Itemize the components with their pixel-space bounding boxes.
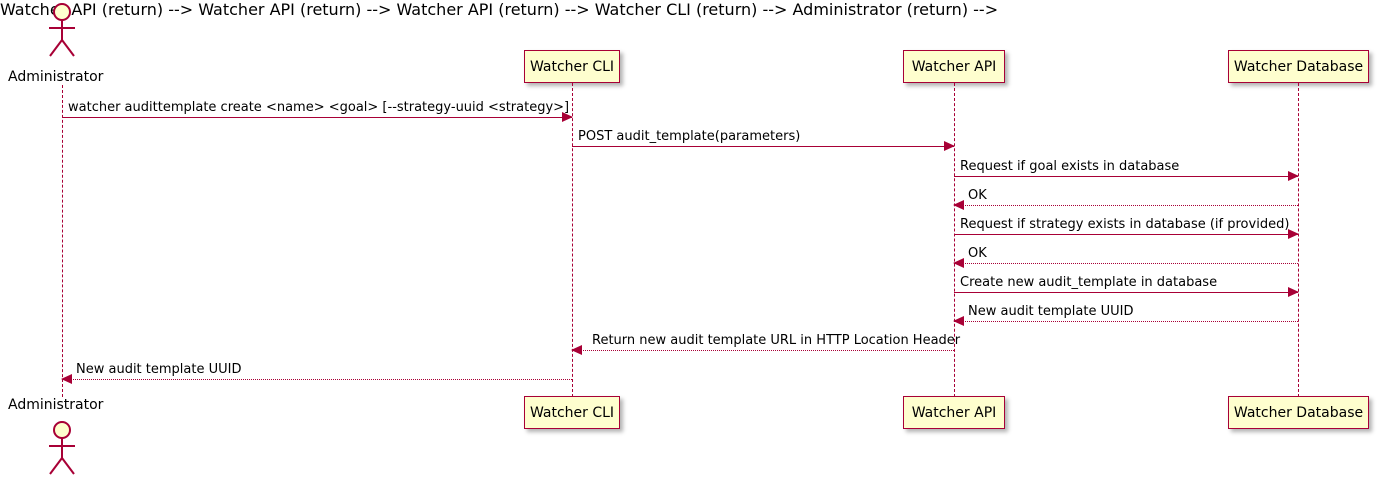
participant-label-watcher-database-bottom: Watcher Database xyxy=(1233,404,1364,421)
participant-label-watcher-api-bottom: Watcher API xyxy=(911,404,997,421)
participant-label-watcher-cli-top: Watcher CLI xyxy=(529,58,615,75)
lifeline-watcher-api xyxy=(954,83,955,397)
message-2-line xyxy=(572,146,954,147)
arrowhead-right-icon xyxy=(562,112,573,122)
message-10-line xyxy=(62,379,572,380)
message-1-line xyxy=(62,117,572,118)
arrowhead-right-icon xyxy=(944,141,955,151)
arrowhead-left-icon xyxy=(61,374,72,384)
message-5-line xyxy=(954,234,1298,235)
message-6-line xyxy=(954,263,1298,264)
lifeline-administrator xyxy=(62,85,63,397)
message-5-label: Request if strategy exists in database (… xyxy=(960,217,1290,232)
participant-box-watcher-cli-bottom[interactable]: Watcher CLI xyxy=(524,396,620,429)
arrowhead-right-icon xyxy=(1288,287,1299,297)
arrowhead-right-icon xyxy=(1288,171,1299,181)
lifeline-watcher-database xyxy=(1298,83,1299,397)
lifeline-watcher-cli xyxy=(572,83,573,397)
participant-box-watcher-api-bottom[interactable]: Watcher API xyxy=(903,396,1005,429)
participant-box-watcher-database-top[interactable]: Watcher Database xyxy=(1228,50,1369,83)
message-4-label: OK xyxy=(968,188,987,203)
message-9-label: Return new audit template URL in HTTP Lo… xyxy=(592,333,961,348)
message-10-label: New audit template UUID xyxy=(76,362,242,377)
participant-box-watcher-cli-top[interactable]: Watcher CLI xyxy=(524,50,620,83)
participant-label-administrator-bottom: Administrator xyxy=(8,397,104,413)
participant-label-administrator-top: Administrator xyxy=(8,69,104,85)
participant-label-watcher-api-top: Watcher API xyxy=(911,58,997,75)
message-3-line xyxy=(954,176,1298,177)
message-3-label: Request if goal exists in database xyxy=(960,159,1180,174)
arrowhead-left-icon xyxy=(953,200,964,210)
arrowhead-right-icon xyxy=(1288,229,1299,239)
participant-box-watcher-api-top[interactable]: Watcher API xyxy=(903,50,1005,83)
participant-box-watcher-database-bottom[interactable]: Watcher Database xyxy=(1228,396,1369,429)
message-7-line xyxy=(954,292,1298,293)
participant-label-watcher-cli-bottom: Watcher CLI xyxy=(529,404,615,421)
participant-label-watcher-database-top: Watcher Database xyxy=(1233,58,1364,75)
arrowhead-left-icon xyxy=(953,258,964,268)
arrowhead-left-icon xyxy=(953,316,964,326)
message-6-label: OK xyxy=(968,246,987,261)
message-4-line xyxy=(954,205,1298,206)
message-8-line xyxy=(954,321,1298,322)
actor-icon-administrator-top xyxy=(42,2,82,58)
message-7-label: Create new audit_template in database xyxy=(960,275,1218,290)
message-1-label: watcher audittemplate create <name> <goa… xyxy=(68,100,570,115)
message-8-label: New audit template UUID xyxy=(968,304,1134,319)
arrowhead-left-icon xyxy=(571,345,582,355)
message-2-label: POST audit_template(parameters) xyxy=(578,129,801,144)
actor-icon-administrator-bottom xyxy=(42,420,82,476)
message-9-line xyxy=(572,350,954,351)
